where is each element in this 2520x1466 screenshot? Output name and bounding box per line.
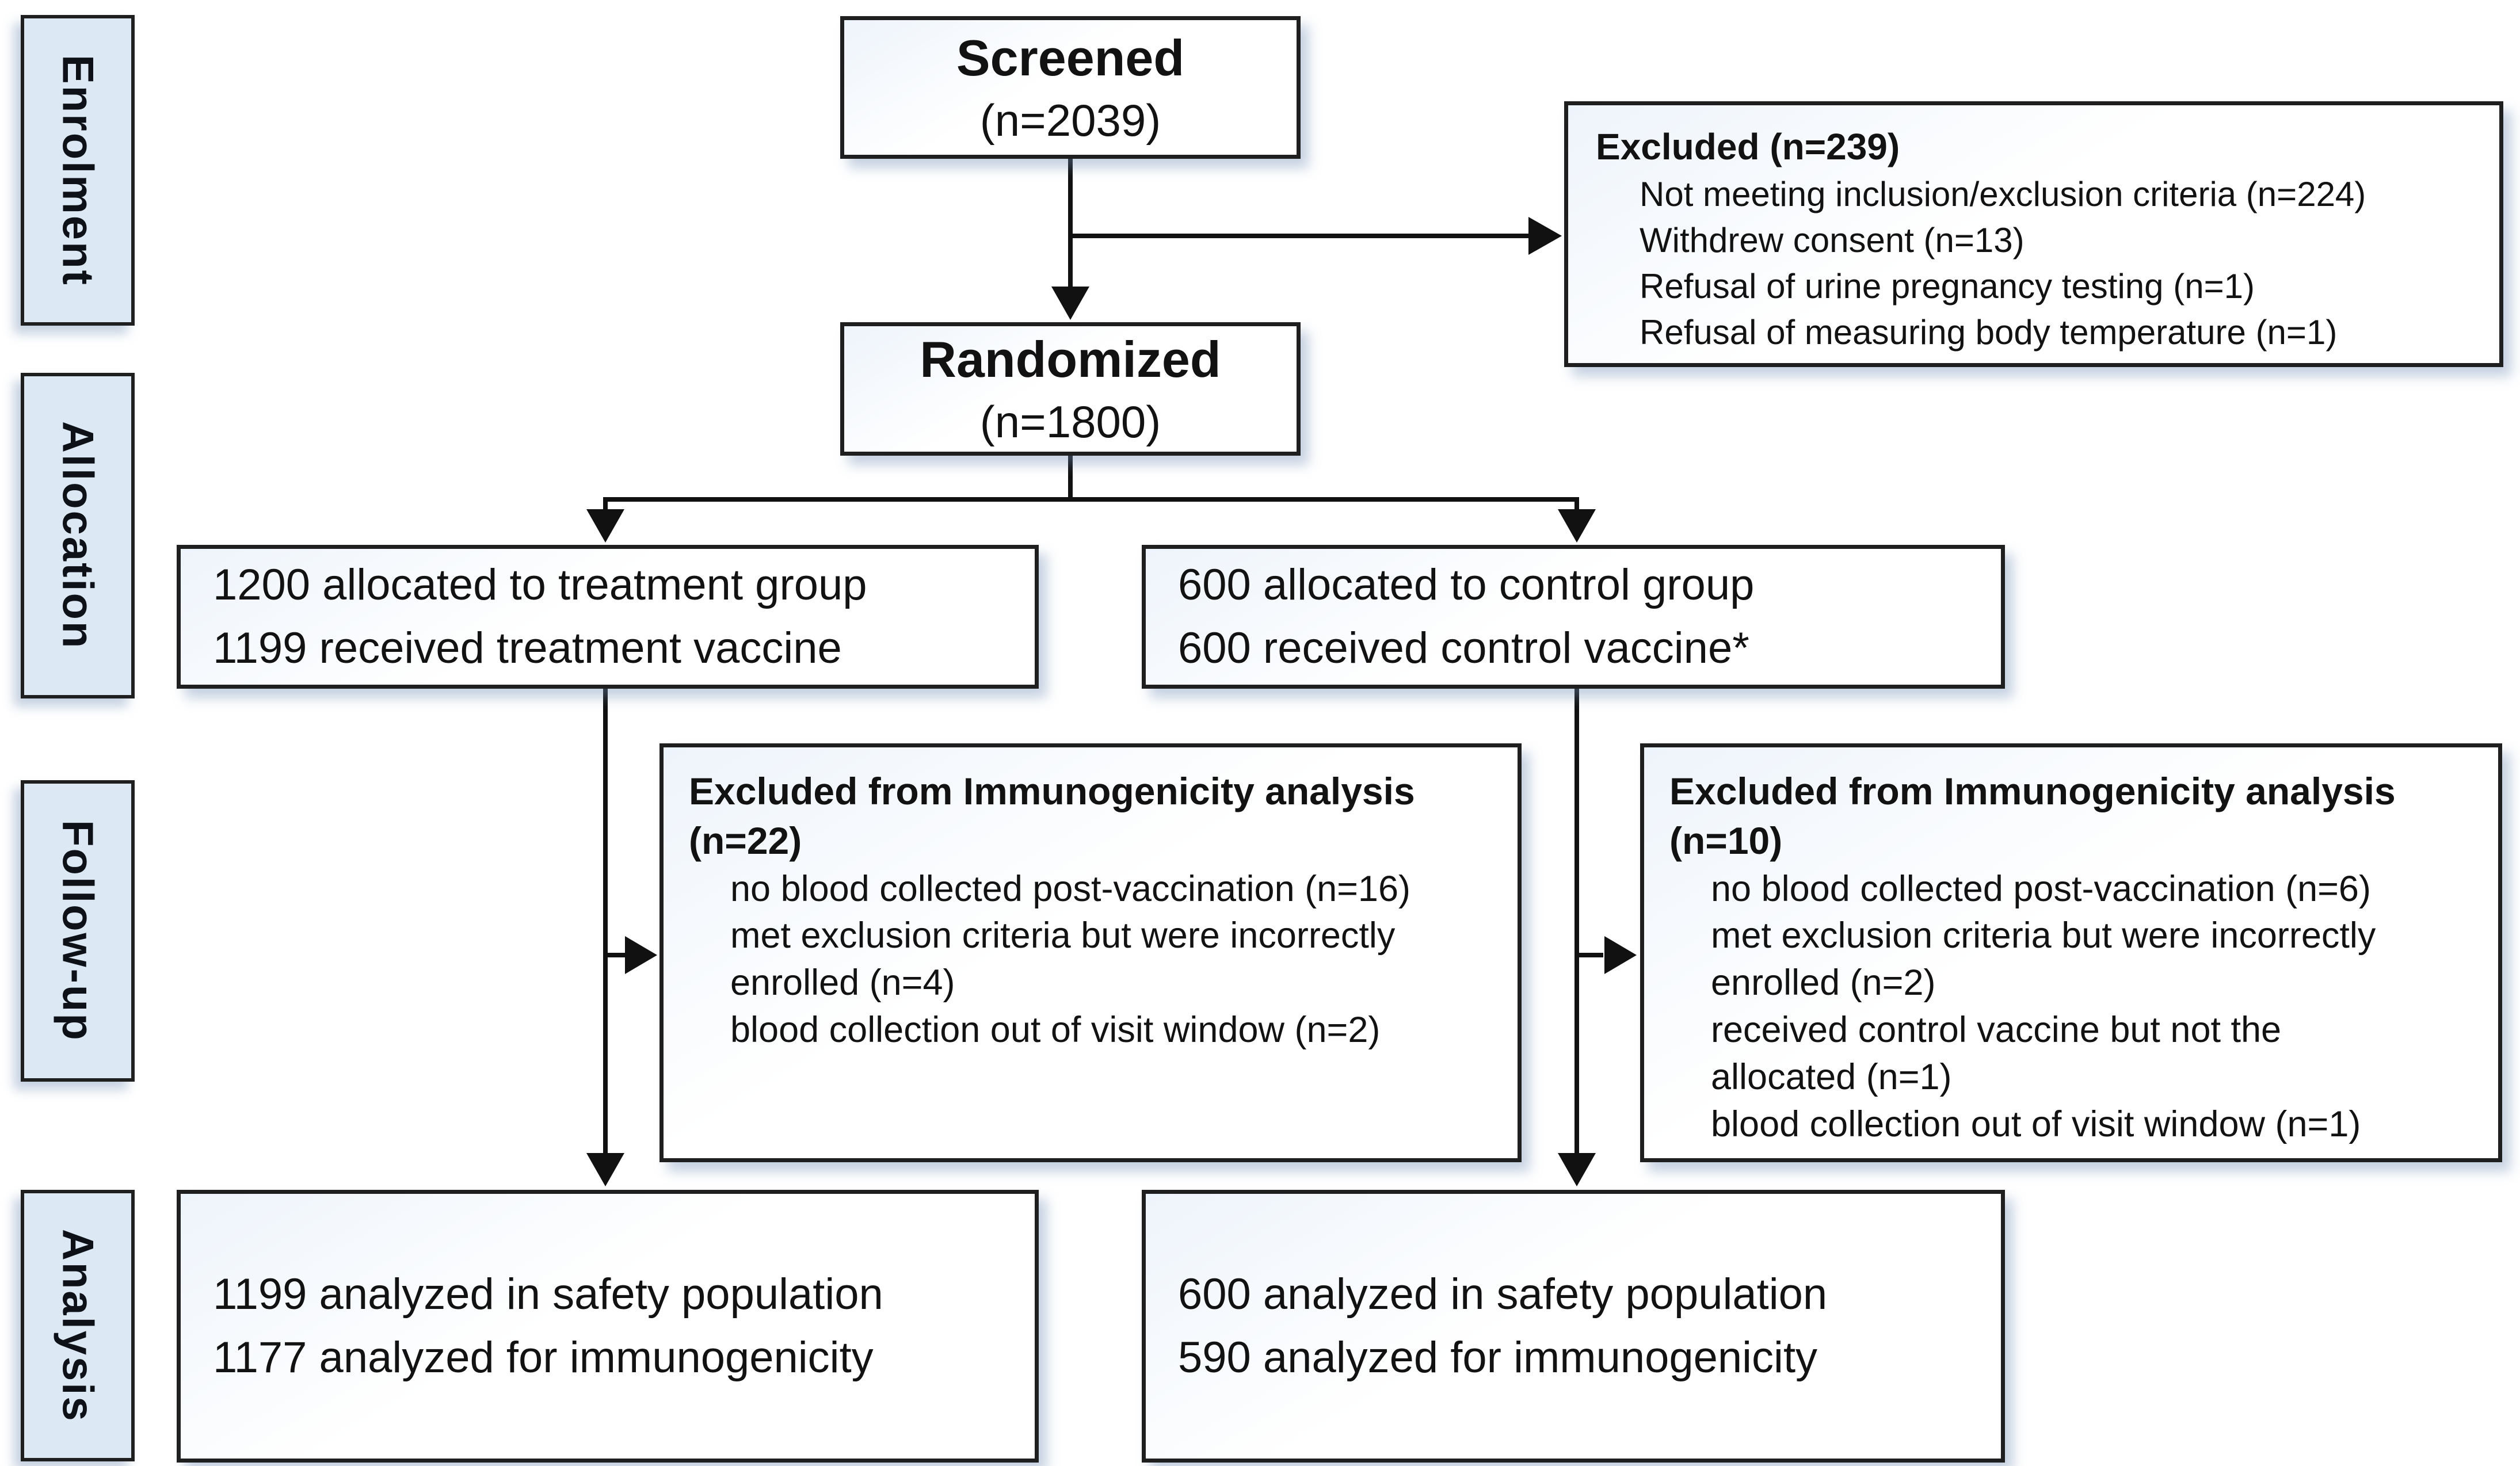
followup-exclusions-treatment-box: Excluded from Immunogenicity analysis (n… xyxy=(659,743,1522,1162)
arrowhead-excluded-screening xyxy=(1528,217,1562,255)
followup-control-item: no blood collected post-vaccination (n=6… xyxy=(1711,868,2371,909)
randomized-box: Randomized (n=1800) xyxy=(840,322,1301,456)
excluded-screening-item: Refusal of urine pregnancy testing (n=1) xyxy=(1640,266,2255,306)
arrowhead-treatment-exclusions xyxy=(625,936,657,974)
sidebar-label-enrolment: Enrolment xyxy=(53,54,102,287)
followup-exclusions-control-box: Excluded from Immunogenicity analysis (n… xyxy=(1640,743,2502,1162)
followup-control-item: blood collection out of visit window (n=… xyxy=(1711,1104,2361,1145)
sidebar-label-analysis: Analysis xyxy=(53,1228,102,1423)
sidebar-item-followup: Follow-up xyxy=(21,780,135,1082)
followup-treatment-title: Excluded from Immunogenicity analysis xyxy=(689,770,1415,812)
followup-control-item: enrolled (n=2) xyxy=(1711,963,1936,1003)
followup-control-count: (n=10) xyxy=(1669,819,1783,862)
excluded-screening-box: Excluded (n=239) Not meeting inclusion/e… xyxy=(1564,101,2503,367)
excluded-screening-item: Withdrew consent (n=13) xyxy=(1640,220,2025,259)
arrowhead-control-analysis xyxy=(1558,1153,1596,1186)
analysis-treatment-line: 1199 analyzed in safety population xyxy=(213,1269,883,1319)
sidebar-item-analysis: Analysis xyxy=(21,1190,135,1461)
followup-treatment-count: (n=22) xyxy=(689,819,802,862)
sidebar-label-followup: Follow-up xyxy=(53,820,102,1042)
arrowhead-control-allocation xyxy=(1558,509,1596,543)
sidebar-label-allocation: Allocation xyxy=(53,421,102,650)
randomized-count: (n=1800) xyxy=(979,396,1161,447)
followup-treatment-item: blood collection out of visit window (n=… xyxy=(730,1010,1381,1051)
arrowhead-control-exclusions xyxy=(1604,936,1637,974)
analysis-control-line: 600 analyzed in safety population xyxy=(1178,1269,1828,1319)
sidebar-item-allocation: Allocation xyxy=(21,373,135,698)
allocation-control-line: 600 allocated to control group xyxy=(1178,560,1755,609)
followup-control-item: met exclusion criteria but were incorrec… xyxy=(1711,915,2376,956)
analysis-control-line: 590 analyzed for immunogenicity xyxy=(1178,1333,1818,1382)
allocation-treatment-line: 1199 received treatment vaccine xyxy=(213,624,842,673)
screened-box: Screened (n=2039) xyxy=(840,16,1301,159)
allocation-control-box: 600 allocated to control group 600 recei… xyxy=(1142,545,2005,689)
arrowhead-treatment-analysis xyxy=(586,1153,624,1186)
analysis-treatment-box: 1199 analyzed in safety population 1177 … xyxy=(177,1190,1039,1463)
followup-control-item: received control vaccine but not the xyxy=(1711,1010,2282,1051)
randomized-title: Randomized xyxy=(920,330,1221,388)
followup-treatment-item: met exclusion criteria but were incorrec… xyxy=(730,915,1396,956)
allocation-treatment-line: 1200 allocated to treatment group xyxy=(213,560,867,609)
screened-title: Screened xyxy=(956,29,1185,86)
arrowhead-randomized xyxy=(1051,287,1089,320)
excluded-screening-item: Not meeting inclusion/exclusion criteria… xyxy=(1640,175,2366,214)
allocation-control-line: 600 received control vaccine* xyxy=(1178,624,1749,673)
sidebar-item-enrolment: Enrolment xyxy=(21,15,135,326)
followup-control-item: allocated (n=1) xyxy=(1711,1057,1952,1098)
followup-control-title: Excluded from Immunogenicity analysis xyxy=(1669,770,2396,812)
arrowhead-treatment-allocation xyxy=(586,509,624,543)
analysis-treatment-line: 1177 analyzed for immunogenicity xyxy=(213,1333,874,1382)
followup-treatment-item: enrolled (n=4) xyxy=(730,963,955,1003)
followup-treatment-item: no blood collected post-vaccination (n=1… xyxy=(730,868,1410,909)
excluded-screening-title: Excluded (n=239) xyxy=(1596,126,1900,167)
allocation-treatment-box: 1200 allocated to treatment group 1199 r… xyxy=(177,545,1039,689)
excluded-screening-item: Refusal of measuring body temperature (n… xyxy=(1640,312,2338,352)
screened-count: (n=2039) xyxy=(979,94,1161,146)
analysis-control-box: 600 analyzed in safety population 590 an… xyxy=(1142,1190,2005,1463)
